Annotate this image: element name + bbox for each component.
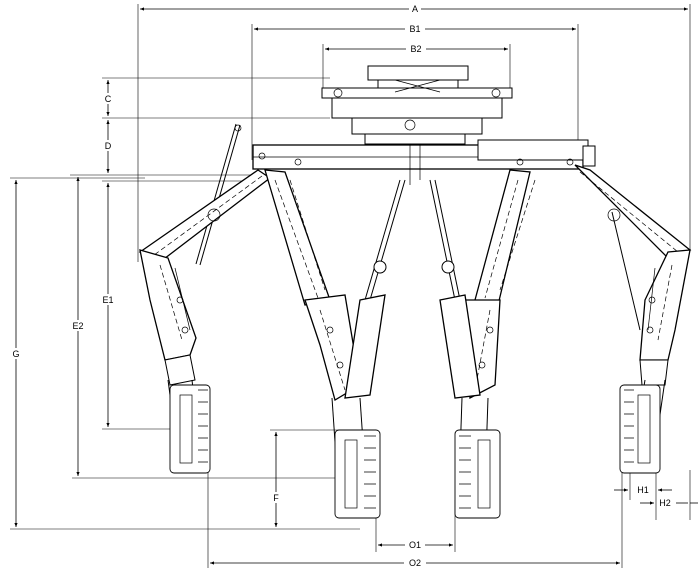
label-g: G xyxy=(12,349,19,359)
label-b1: B1 xyxy=(409,24,420,34)
label-o1: O1 xyxy=(409,540,421,550)
tire-left-inner xyxy=(334,429,381,519)
label-h2: H2 xyxy=(659,498,671,508)
label-a: A xyxy=(412,4,418,14)
label-e1: E1 xyxy=(102,295,113,305)
tire-right-outer xyxy=(619,384,661,474)
machine-outline xyxy=(138,65,692,516)
tire-left-outer xyxy=(169,384,211,474)
label-b2: B2 xyxy=(410,44,421,54)
label-h1: H1 xyxy=(637,485,649,495)
label-c: C xyxy=(105,94,112,104)
label-o2: O2 xyxy=(409,558,421,568)
dimension-labels: A B1 B2 C D E1 E2 G F O1 O2 H1 H2 xyxy=(10,3,671,568)
tire-right-inner xyxy=(454,429,501,519)
label-d: D xyxy=(105,141,112,151)
label-e2: E2 xyxy=(72,321,83,331)
label-f: F xyxy=(273,493,279,503)
